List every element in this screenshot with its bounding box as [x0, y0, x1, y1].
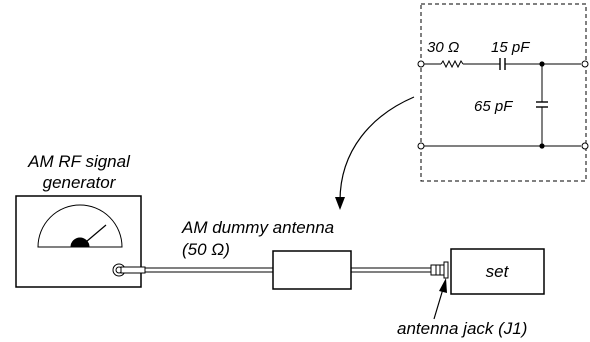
resistor-label: 30 Ω — [427, 39, 459, 56]
dummy-antenna-label-line1: AM dummy antenna — [181, 218, 334, 237]
generator-meter-needle — [79, 224, 107, 248]
junction-dot-bottom — [539, 143, 545, 149]
set-box — [450, 248, 545, 295]
antenna-jack-socket — [443, 261, 449, 279]
junction-dot-top — [539, 61, 545, 67]
callout-arrow-curve — [339, 96, 415, 202]
antenna-jack-pointer-line — [433, 288, 444, 320]
terminal-input-top — [417, 60, 425, 68]
equivalent-circuit: 30 Ω 15 pF 65 pF — [417, 3, 589, 182]
circuit-dashed-border — [420, 3, 587, 182]
callout-arrowhead — [335, 197, 345, 210]
cable-generator-to-dummy — [144, 267, 274, 273]
dummy-antenna-label-line2: (50 Ω) — [182, 240, 230, 259]
terminal-input-bottom — [417, 142, 425, 150]
generator-label-line2: generator — [43, 173, 117, 192]
resistor-symbol — [440, 59, 464, 69]
shunt-capacitor-label: 65 pF — [474, 98, 513, 115]
antenna-jack-pointer: antenna jack (J1) — [397, 278, 527, 338]
generator-output-plug — [120, 266, 146, 274]
series-capacitor-label: 15 pF — [491, 39, 530, 56]
generator-label-line1: AM RF signal — [27, 152, 131, 171]
dummy-antenna: AM dummy antenna (50 Ω) — [181, 218, 352, 290]
terminal-output-top — [581, 60, 589, 68]
set-label: set — [486, 262, 510, 281]
antenna-jack-plug — [430, 264, 445, 276]
cable-dummy-to-set — [350, 267, 432, 273]
antenna-jack-pointer-arrowhead — [439, 278, 447, 293]
generator-meter-face — [37, 204, 123, 248]
dummy-antenna-box — [272, 250, 352, 290]
signal-generator: AM RF signal generator — [15, 152, 146, 288]
callout-arrow — [335, 96, 415, 210]
set-unit: set — [430, 248, 545, 295]
generator-meter-pivot — [70, 237, 90, 248]
terminal-output-bottom — [581, 142, 589, 150]
antenna-jack-label: antenna jack (J1) — [397, 319, 527, 338]
